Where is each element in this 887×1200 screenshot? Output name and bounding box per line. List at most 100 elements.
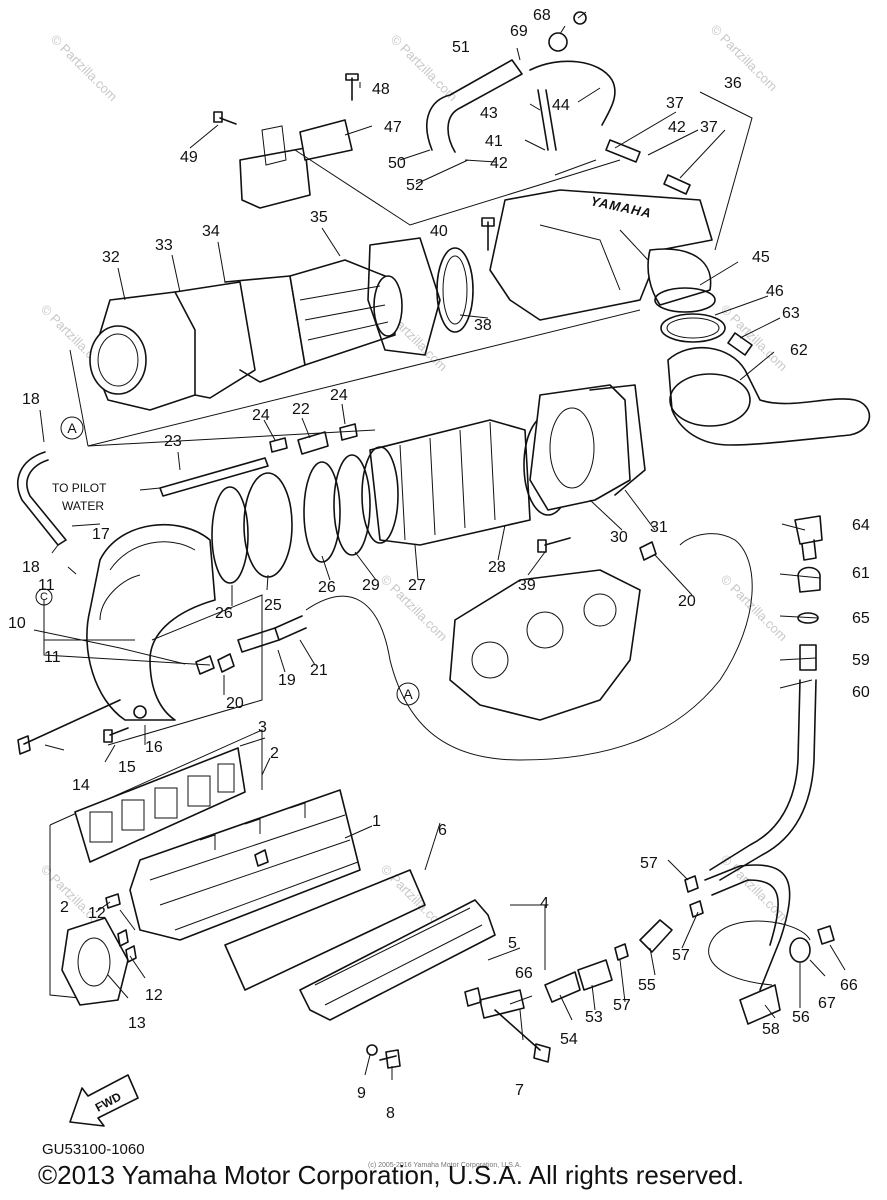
- callout-69: 69: [510, 23, 528, 40]
- part-21-hose: [274, 615, 307, 641]
- callout-8: 8: [386, 1105, 395, 1122]
- callout-57: 57: [640, 855, 658, 872]
- callout-37: 37: [700, 119, 718, 136]
- callout-29: 29: [362, 577, 380, 594]
- part-62-hose: [667, 346, 871, 446]
- callout-11: 11: [38, 577, 55, 594]
- manifold-group: [49, 729, 551, 1069]
- callout-31: 31: [650, 519, 668, 536]
- callout-11: 11: [44, 649, 61, 666]
- callout-10: 10: [8, 615, 26, 632]
- part-47-bracket: [239, 147, 311, 209]
- callout-47: 47: [384, 119, 402, 136]
- part-46-clamp: [660, 313, 726, 343]
- pilot-water-note: TO PILOT WATER: [52, 481, 107, 513]
- part-69-cap: [548, 32, 568, 52]
- part-16-washer: [133, 705, 147, 719]
- part-23-pipe: [159, 457, 269, 497]
- callout-35: 35: [310, 209, 328, 226]
- callout-66: 66: [515, 965, 533, 982]
- part-61-fitting: [797, 566, 821, 593]
- callout-61: 61: [852, 565, 870, 582]
- part-39-bolt: [537, 537, 571, 553]
- callout-42: 42: [490, 155, 508, 172]
- watermark: © Partzilla.com: [708, 22, 781, 95]
- part-56-hose: [704, 864, 791, 991]
- callout-22: 22: [292, 401, 310, 418]
- callout-32: 32: [102, 249, 120, 266]
- part-37-fitting: [663, 174, 691, 195]
- callout-63: 63: [782, 305, 800, 322]
- part-38-ring: [436, 247, 474, 333]
- copyright-line: ©2013 Yamaha Motor Corporation, U.S.A. A…: [38, 1160, 745, 1190]
- callout-46: 46: [766, 283, 784, 300]
- callout-16: 16: [145, 739, 163, 756]
- part-17-hose: [17, 451, 67, 546]
- callout-20: 20: [226, 695, 244, 712]
- part-60-hose: [709, 679, 817, 881]
- callout-12: 12: [145, 987, 163, 1004]
- callout-6: 6: [438, 822, 447, 839]
- callout-51: 51: [452, 39, 470, 56]
- part-33-gasket: [174, 281, 256, 399]
- part-68-clip: [573, 11, 587, 25]
- callout-26: 26: [215, 605, 233, 622]
- inner-credit: (c) 2005-2016 Yamaha Motor Corporation, …: [368, 1162, 522, 1169]
- callout-58: 58: [762, 1021, 780, 1038]
- callout-18: 18: [22, 559, 40, 576]
- callout-55: 55: [638, 977, 656, 994]
- callout-41: 41: [485, 133, 503, 150]
- part-63-fitting: [727, 332, 753, 356]
- callout-45: 45: [752, 249, 770, 266]
- engine-outline-group: [305, 533, 753, 761]
- part-2-dowel: [105, 893, 121, 909]
- circle-c-marker: C: [40, 591, 48, 603]
- callout-65: 65: [852, 610, 870, 627]
- callout-24: 24: [252, 407, 270, 424]
- part-59-nipple: [799, 644, 817, 671]
- callout-38: 38: [474, 317, 492, 334]
- part-19-nipple: [237, 627, 280, 653]
- callout-40: 40: [430, 223, 448, 240]
- part-24-clamp: [269, 437, 288, 453]
- callout-leaders: [33, 11, 846, 1080]
- part-25-coupler: [243, 472, 293, 578]
- part-20-clamp: [639, 541, 657, 561]
- part-57-clamp: [689, 900, 704, 918]
- callout-56: 56: [792, 1009, 810, 1026]
- callout-57: 57: [672, 947, 690, 964]
- part-15-bolt: [103, 727, 129, 743]
- part-53-hose: [577, 959, 613, 991]
- part-64-cap: [794, 515, 823, 561]
- part-55-tee: [639, 919, 673, 953]
- exhaust-pipe: [86, 523, 216, 721]
- callout-9: 9: [357, 1085, 366, 1102]
- part-57-clamp: [614, 943, 629, 961]
- pilot-water-line-1: TO PILOT: [52, 481, 107, 495]
- drawing-code: GU53100-1060: [42, 1141, 145, 1158]
- fwd-arrow: FWD: [69, 1074, 139, 1127]
- part-12-pin: [117, 929, 129, 947]
- watermark: © Partzilla.com: [388, 32, 461, 105]
- callout-4: 4: [540, 895, 549, 912]
- middle-muffler-group: [87, 384, 646, 584]
- part-54-hose: [544, 971, 581, 1003]
- callout-15: 15: [118, 759, 136, 776]
- upper-muffler-group: [69, 237, 641, 447]
- watermark: © Partzilla.com: [718, 572, 791, 645]
- pilot-water-line-2: WATER: [62, 499, 104, 513]
- callout-24: 24: [330, 387, 348, 404]
- exhaust-pipe-group: [17, 451, 657, 755]
- circle-a-marker: A: [67, 420, 77, 436]
- callout-54: 54: [560, 1031, 578, 1048]
- callout-66: 66: [840, 977, 858, 994]
- callout-3: 3: [258, 719, 267, 736]
- part-45-clamp: [654, 287, 716, 313]
- part-7-bolt: [494, 1009, 551, 1063]
- callout-20: 20: [678, 593, 696, 610]
- callout-50: 50: [388, 155, 406, 172]
- callout-57: 57: [613, 997, 631, 1014]
- part-6-gasket: [224, 869, 426, 991]
- part-44-hose: [529, 60, 616, 126]
- part-49-bolt: [213, 111, 237, 125]
